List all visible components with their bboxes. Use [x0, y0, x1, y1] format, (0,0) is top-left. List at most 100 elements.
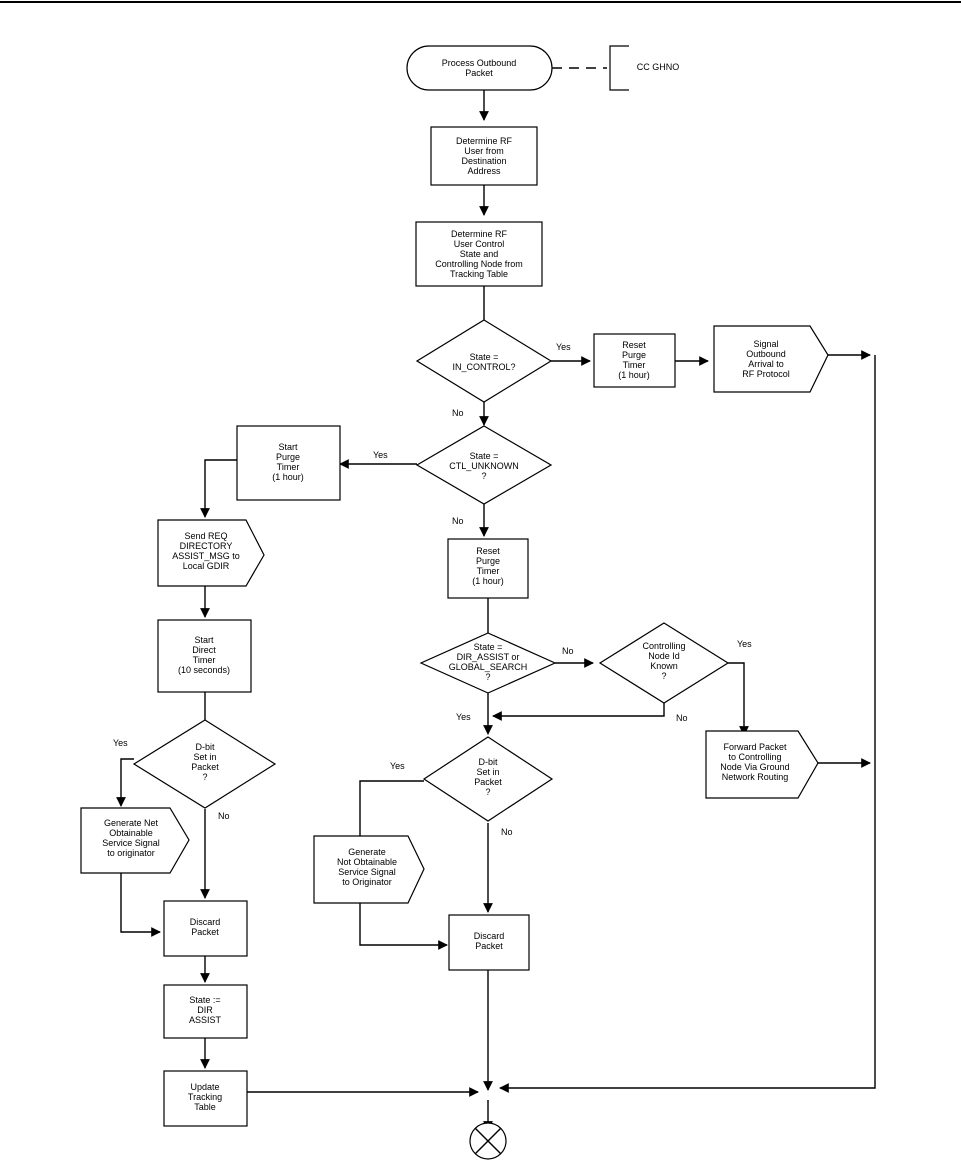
label-line: Address: [467, 166, 501, 176]
d-bit-mid-decision: [422, 736, 554, 822]
label-line: Arrival to: [748, 359, 784, 369]
dir-assist-yes-label: Yes: [456, 712, 471, 722]
label-line: Table: [194, 1102, 216, 1112]
label-line: Purge: [622, 350, 646, 360]
determine-state-box: [415, 221, 543, 287]
in-control-yes-label: Yes: [556, 342, 571, 352]
label-line: Purge: [276, 452, 300, 462]
label-line: ASSIST: [189, 1015, 222, 1025]
label-line: State :=: [189, 995, 220, 1005]
label-line: Discard: [190, 917, 221, 927]
label-line: Direct: [192, 645, 216, 655]
label-line: Service Signal: [102, 838, 160, 848]
label-line: State =: [470, 352, 499, 362]
label-line: State =: [470, 451, 499, 461]
dir-assist-decision: [419, 632, 557, 694]
label-line: Packet: [474, 777, 502, 787]
label-line: Signal: [753, 339, 778, 349]
label-line: ?: [661, 671, 666, 681]
label-line: D-bit: [478, 757, 498, 767]
label-line: Outbound: [746, 349, 786, 359]
label-line: Reset: [476, 546, 500, 556]
label-line: ASSIST_MSG to: [172, 551, 240, 561]
label-line: User Control: [454, 239, 505, 249]
ctl-unknown-no-label: No: [452, 516, 464, 526]
cc-ghno-label: CC GHNO: [637, 62, 680, 72]
label-line: ?: [485, 672, 490, 682]
label-line: Generate: [348, 847, 386, 857]
label-line: Timer: [477, 566, 500, 576]
ctl-unknown-label: State =CTL_UNKNOWN?: [449, 451, 519, 481]
label-line: Packet: [191, 762, 219, 772]
label-line: Packet: [475, 941, 503, 951]
label-line: Node Via Ground: [720, 762, 789, 772]
label-line: Packet: [191, 927, 219, 937]
label-line: User from: [464, 146, 504, 156]
label-line: Tracking: [188, 1092, 222, 1102]
label-line: State and: [460, 249, 499, 259]
label-line: (1 hour): [272, 472, 304, 482]
label-line: Determine RF: [451, 229, 508, 239]
label-line: Service Signal: [338, 867, 396, 877]
label-line: CC GHNO: [637, 62, 680, 72]
label-line: to Controlling: [728, 752, 781, 762]
label-line: to Originator: [342, 877, 392, 887]
label-line: Update: [190, 1082, 219, 1092]
label-line: IN_CONTROL?: [452, 362, 515, 372]
label-line: ?: [202, 772, 207, 782]
label-line: ?: [485, 787, 490, 797]
label-line: Local GDIR: [183, 561, 230, 571]
label-line: State =: [474, 642, 503, 652]
label-line: Determine RF: [456, 136, 513, 146]
connectors: [116, 67, 876, 1131]
label-line: (1 hour): [472, 576, 504, 586]
generate-not-obtainable-pentagon: [313, 835, 425, 904]
label-line: Purge: [476, 556, 500, 566]
label-line: Send REQ: [184, 531, 227, 541]
label-line: Forward Packet: [723, 742, 787, 752]
label-line: Known: [650, 661, 678, 671]
label-line: Process Outbound: [442, 58, 517, 68]
state-assign-box: [163, 984, 248, 1039]
label-line: RF Protocol: [742, 369, 790, 379]
label-line: D-bit: [195, 742, 215, 752]
edge-labels: Yes No Yes No No Yes Yes No Yes No Yes N…: [113, 342, 752, 837]
reset-purge-timer-2-box: [447, 538, 529, 599]
discard-packet-mid-box: [448, 914, 530, 971]
label-line: CTL_UNKNOWN: [449, 461, 519, 471]
label-line: DIRECTORY: [180, 541, 233, 551]
label-line: Set in: [193, 752, 216, 762]
label-line: (1 hour): [618, 370, 650, 380]
label-line: Obtainable: [109, 828, 153, 838]
send-req-pentagon: [157, 519, 265, 587]
label-line: Set in: [476, 767, 499, 777]
d-bit-left-no-label: No: [218, 811, 230, 821]
signal-outbound-pentagon: [713, 325, 829, 393]
label-line: Not Obtainable: [337, 857, 397, 867]
update-tracking-box: [163, 1070, 248, 1127]
start-terminator: [406, 45, 553, 91]
discard-packet-left-box: [163, 900, 248, 957]
label-line: Node Id: [648, 651, 680, 661]
label-line: Timer: [277, 462, 300, 472]
label-line: Packet: [465, 68, 493, 78]
start-purge-timer-box: [236, 425, 341, 501]
shapes: [80, 45, 829, 1160]
in-control-no-label: No: [452, 408, 464, 418]
ctl-unknown-decision: [415, 425, 553, 505]
label-line: (10 seconds): [178, 665, 230, 675]
